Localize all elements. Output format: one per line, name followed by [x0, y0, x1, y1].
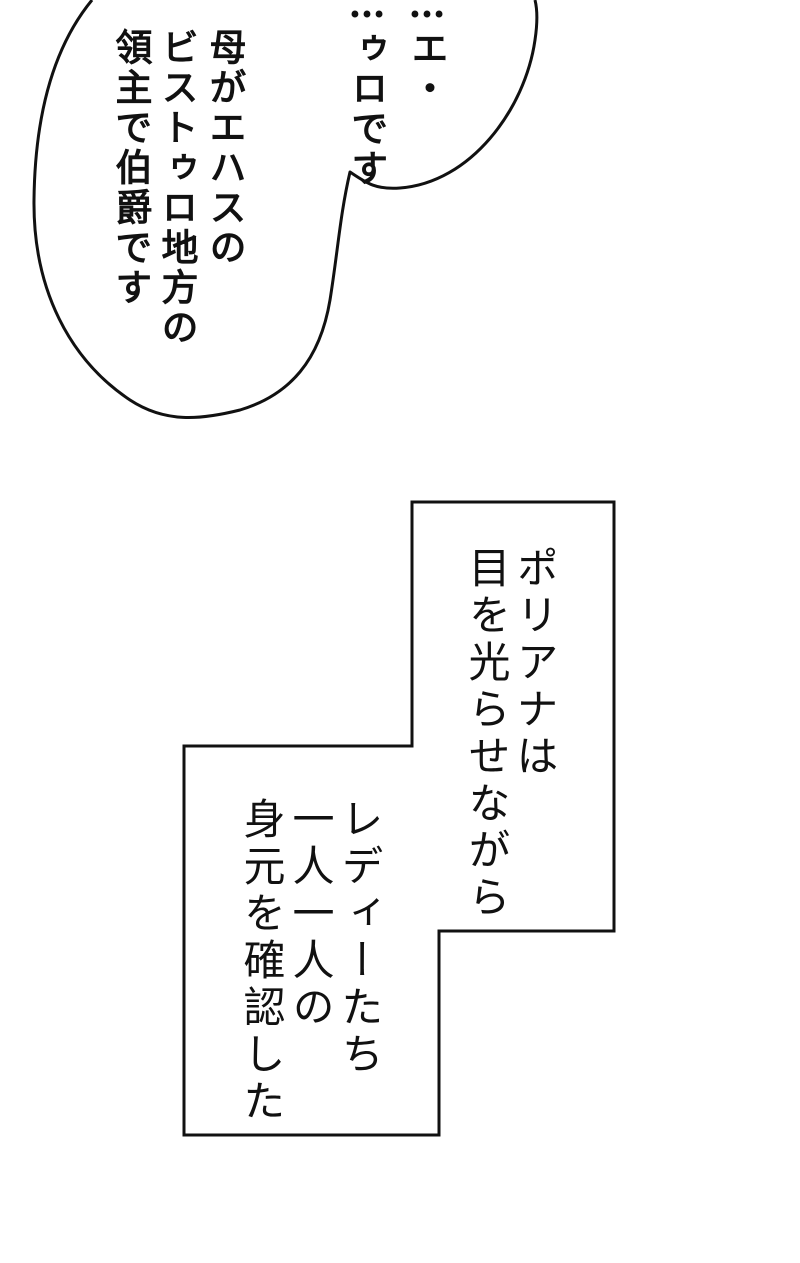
speech-line-2: …ゥロです — [345, 0, 389, 189]
narration-box-outline — [182, 500, 616, 1137]
speech-line-1: …エ・ — [405, 0, 449, 109]
narration-line-3: レディーたち — [335, 797, 384, 1079]
narration-line-5: 身元を確認した — [237, 797, 286, 1126]
speech-line-3: 母がエハスの — [203, 28, 247, 268]
speech-line-5: 領主で伯爵です — [109, 28, 153, 308]
speech-line-4: ビストゥロ地方の — [155, 28, 199, 348]
narration-line-1: ポリアナは — [510, 546, 559, 781]
speech-bubble-outline — [32, 0, 539, 420]
narration-line-2: 目を光らせながら — [462, 546, 511, 922]
narration-line-4: 一人一人の — [286, 797, 335, 1032]
